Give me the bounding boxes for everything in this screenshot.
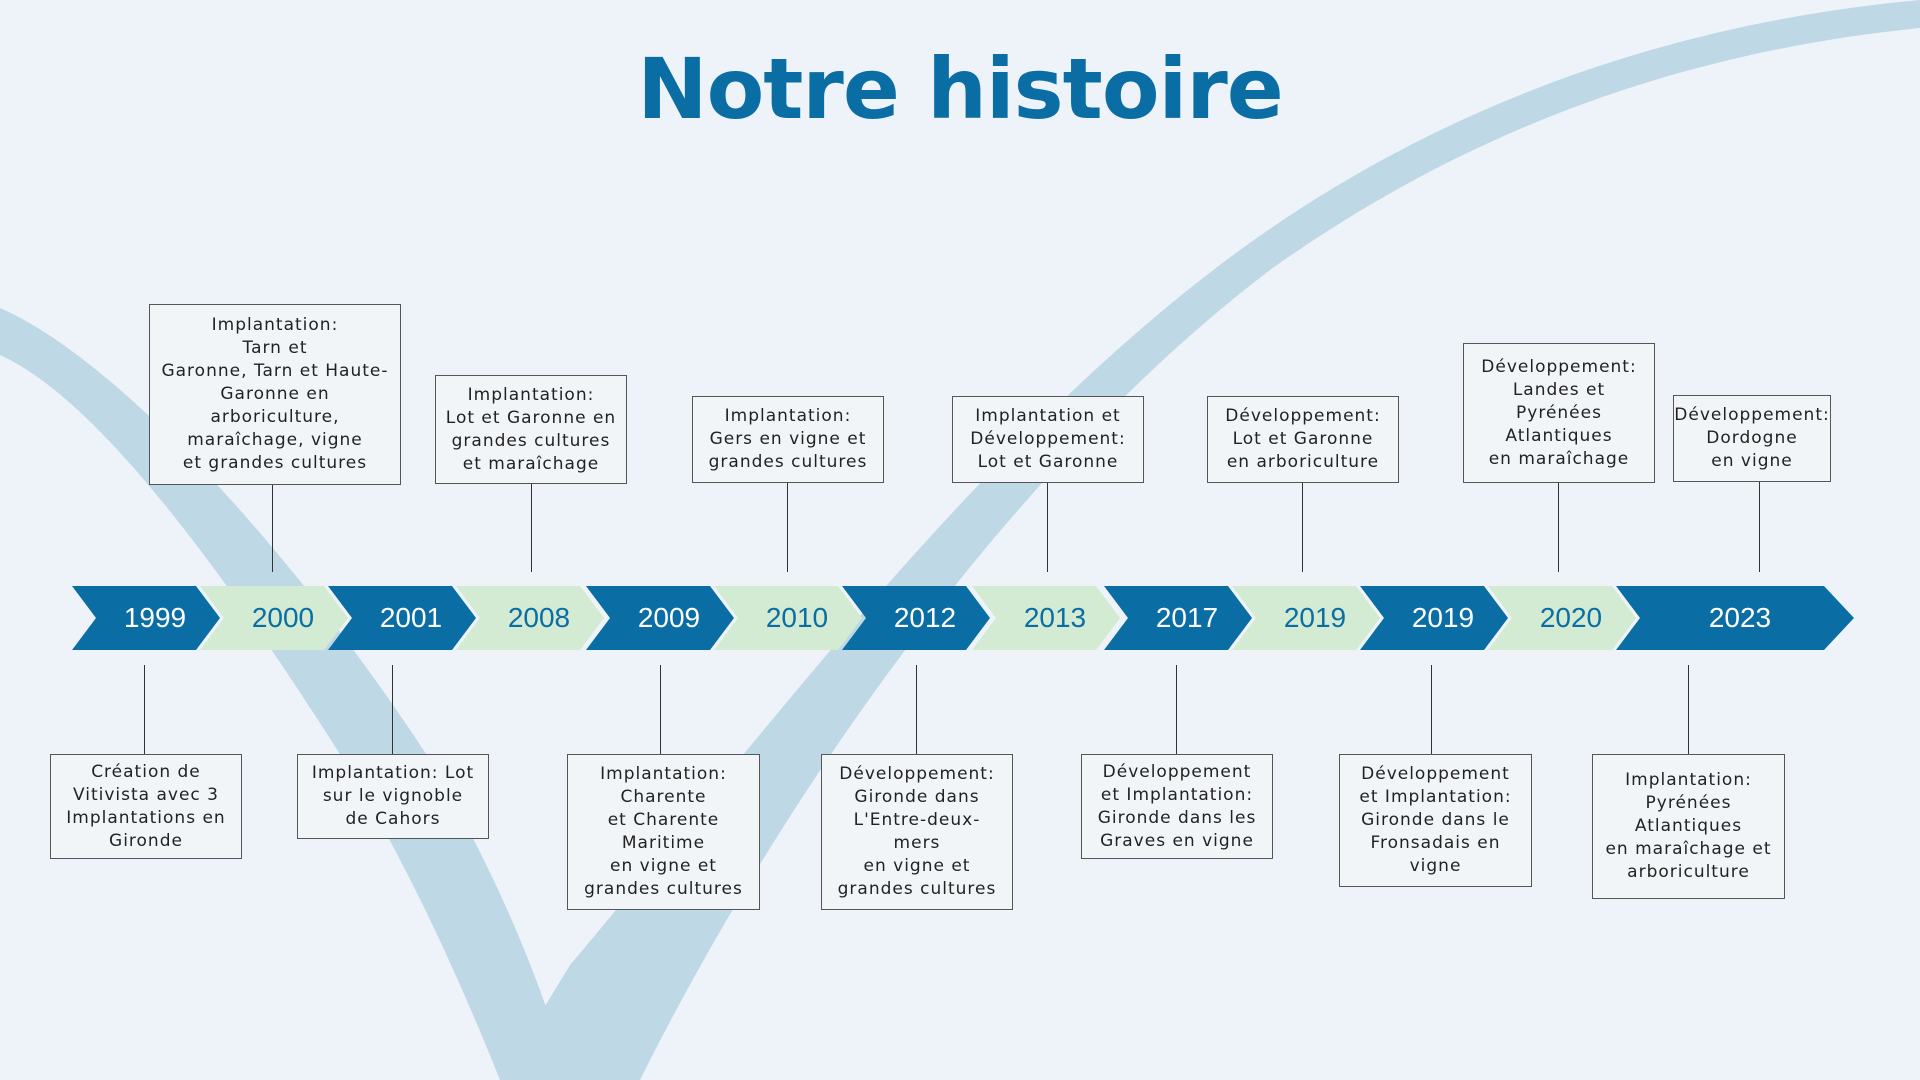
arrow-2010 [714, 586, 862, 650]
event-box-2008: Implantation: Lot et Garonne en grandes … [435, 375, 627, 484]
year-label: 2013 [1023, 602, 1087, 633]
arrow-2008 [456, 586, 604, 650]
event-box-2013: Implantation et Développement: Lot et Ga… [952, 396, 1144, 483]
arrow-2001 [328, 586, 476, 650]
arrow-2019-b [1360, 586, 1508, 650]
connector-line [1431, 665, 1432, 754]
connector-line [531, 484, 532, 572]
connector-line [1176, 665, 1177, 754]
year-label: 1999 [123, 602, 187, 633]
event-box-2000: Implantation: Tarn et Garonne, Tarn et H… [149, 304, 401, 485]
connector-line [787, 483, 788, 572]
year-label: 2023 [1708, 602, 1772, 633]
event-box-2017: Développement et Implantation: Gironde d… [1081, 754, 1273, 859]
connector-line [1047, 483, 1048, 572]
arrow-2023 [1616, 586, 1854, 650]
arrow-2012 [842, 586, 990, 650]
year-label: 2010 [765, 602, 829, 633]
event-box-2019-a: Développement: Lot et Garonne en arboric… [1207, 396, 1399, 483]
arrow-2013 [972, 586, 1120, 650]
year-label: 2000 [251, 602, 315, 633]
year-label: 2008 [507, 602, 571, 633]
connector-line [272, 485, 273, 572]
arrow-1999 [72, 586, 220, 650]
arrow-2019-a [1232, 586, 1380, 650]
arrow-2000 [200, 586, 348, 650]
connector-line [144, 665, 145, 754]
event-box-1999: Création de Vitivista avec 3 Implantatio… [50, 754, 242, 859]
connector-line [1688, 665, 1689, 754]
event-box-2009: Implantation: Charente et Charente Marit… [567, 754, 760, 910]
page-title: Notre histoire [637, 40, 1283, 138]
year-label: 2009 [637, 602, 701, 633]
year-label: 2012 [893, 602, 957, 633]
event-box-2019-b: Développement et Implantation: Gironde d… [1339, 754, 1532, 887]
event-box-2012: Développement: Gironde dans L'Entre-deux… [821, 754, 1013, 910]
year-label: 2001 [379, 602, 443, 633]
arrow-2017 [1104, 586, 1252, 650]
connector-line [660, 665, 661, 754]
arrow-2020 [1488, 586, 1636, 650]
event-box-2023-top: Développement: Dordogne en vigne [1673, 395, 1831, 482]
event-box-2020: Développement: Landes et Pyrénées Atlant… [1463, 343, 1655, 483]
connector-line [1558, 483, 1559, 572]
event-box-2023-bottom: Implantation: Pyrénées Atlantiques en ma… [1592, 754, 1785, 899]
year-label: 2017 [1155, 602, 1219, 633]
connector-line [1302, 483, 1303, 572]
connector-line [1759, 482, 1760, 572]
year-label: 2019 [1411, 602, 1475, 633]
connector-line [392, 665, 393, 754]
arrow-2009 [586, 586, 734, 650]
year-label: 2019 [1283, 602, 1347, 633]
year-label: 2020 [1539, 602, 1603, 633]
event-box-2001: Implantation: Lot sur le vignoble de Cah… [297, 754, 489, 839]
connector-line [916, 665, 917, 754]
event-box-2010: Implantation: Gers en vigne et grandes c… [692, 396, 884, 483]
